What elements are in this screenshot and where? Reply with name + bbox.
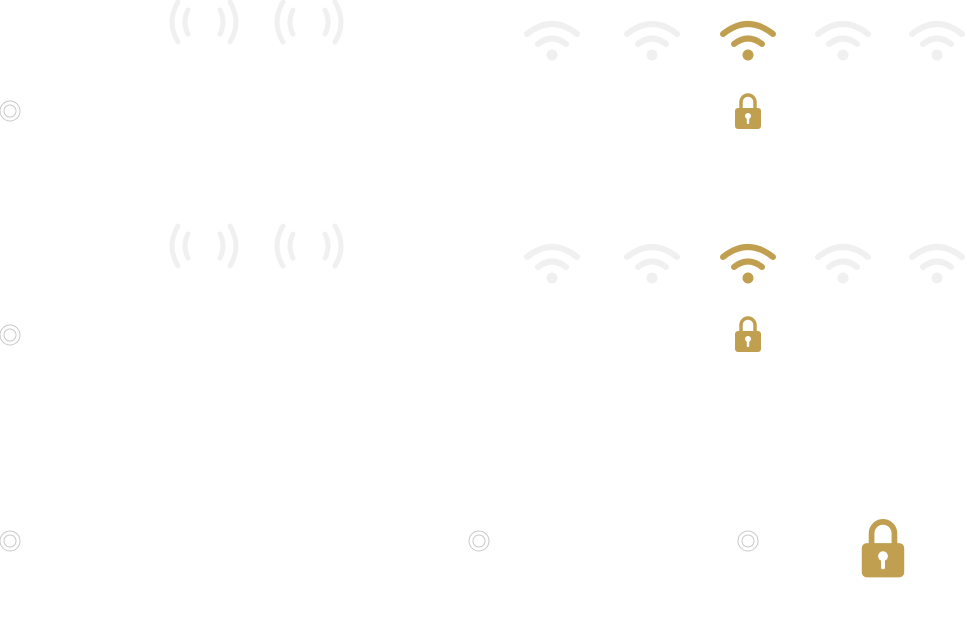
wifi-icon[interactable] [523,20,581,62]
radio-ring-icon[interactable] [0,100,21,122]
padlock-icon [734,315,762,353]
signal-broadcast-icon [168,0,240,46]
wifi-icon[interactable] [623,20,681,62]
wifi-icon[interactable] [908,20,966,62]
radio-ring-icon[interactable] [468,530,490,552]
wifi-icon[interactable] [908,243,966,285]
signal-broadcast-icon [273,222,345,270]
radio-ring-icon[interactable] [0,324,21,346]
radio-ring-icon[interactable] [737,530,759,552]
wifi-icon[interactable] [814,243,872,285]
wifi-icon-active[interactable] [719,243,777,285]
wifi-icon[interactable] [623,243,681,285]
wifi-icon[interactable] [814,20,872,62]
padlock-icon [734,92,762,130]
signal-broadcast-icon [168,222,240,270]
signal-broadcast-icon [273,0,345,46]
radio-ring-icon[interactable] [0,530,21,552]
wifi-icon-active[interactable] [719,20,777,62]
padlock-icon-large [860,517,906,579]
wifi-icon[interactable] [523,243,581,285]
